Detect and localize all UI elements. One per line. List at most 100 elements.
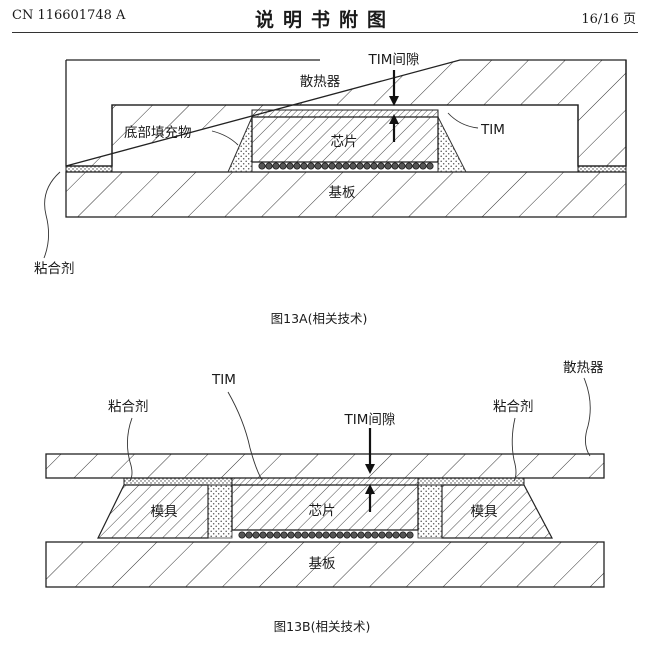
heat-sink-13b [45,453,605,479]
tim-label-13a: TIM [480,122,505,138]
heat-sink-label-13b: 散热器 [563,360,604,376]
underfill-left-13b [207,484,233,539]
solder-bump [301,531,309,539]
solder-bump [279,162,287,170]
caption-13a: 图13A(相关技术) [271,311,368,326]
solder-bump [293,162,301,170]
underfill-right-13b [417,484,443,539]
solder-bump [280,531,288,539]
adhesive-right-13b [417,477,525,486]
solder-bump [308,531,316,539]
solder-bump [322,531,330,539]
page-indicator: 16/16 页 [581,12,636,27]
heat-sink-label-13a: 散热器 [300,74,341,90]
solder-bump [258,162,266,170]
solder-bump [377,162,385,170]
solder-bump [357,531,365,539]
adhesive-right-leader-13b [511,417,517,482]
solder-bump [343,531,351,539]
solder-bump [286,162,294,170]
solder-bumps-13a [258,162,434,170]
solder-bump [378,531,386,539]
substrate-13b [45,541,605,588]
adhesive-label-13a: 粘合剂 [34,261,75,277]
tim-layer-13b [231,477,419,486]
solder-bump [328,162,336,170]
solder-bump [287,531,295,539]
solder-bump [342,162,350,170]
solder-bump [259,531,267,539]
solder-bump [356,162,364,170]
tim-leader-13a [447,112,479,129]
solder-bump [266,531,274,539]
substrate-label-13b: 基板 [309,555,336,572]
solder-bump [405,162,413,170]
solder-bump [329,531,337,539]
mold-right-label-13b: 模具 [471,504,498,520]
solder-bump [363,162,371,170]
tim-gap-label-13b: TIM间隙 [344,412,396,428]
publication-number: CN 116601748 A [12,8,126,23]
chip-13a [251,116,439,163]
solder-bump [370,162,378,170]
underfill-label-13a: 底部填充物 [124,125,192,141]
solder-bump [384,162,392,170]
solder-bump [426,162,434,170]
chip-13b [231,484,419,531]
chip-label-13a: 芯片 [331,134,358,150]
adhesive-leader-13a [43,171,61,259]
adhesive-right-label-13b: 粘合剂 [493,399,534,415]
solder-bump [349,162,357,170]
solder-bump [371,531,379,539]
solder-bump [314,162,322,170]
solder-bump [419,162,427,170]
solder-bump [252,531,260,539]
tim-gap-label-13a: TIM间隙 [368,52,420,68]
solder-bumps-13b [238,531,414,539]
solder-bump [335,162,343,170]
underfill-13a [227,116,253,173]
solder-bump [364,531,372,539]
underfill-leader-13a [211,130,239,146]
solder-bump [245,531,253,539]
solder-bump [336,531,344,539]
adhesive-left-13b [123,477,233,486]
solder-bump [307,162,315,170]
underfill-right-13a [437,116,467,173]
substrate-13a [65,171,627,218]
solder-bump [385,531,393,539]
tim-label-13b: TIM [211,372,236,388]
solder-bump [273,531,281,539]
solder-bump [294,531,302,539]
solder-bump [391,162,399,170]
adhesive-right-13a [577,165,627,173]
adhesive-left-label-13b: 粘合剂 [108,399,149,415]
solder-bump [315,531,323,539]
solder-bump [238,531,246,539]
caption-13b: 图13B(相关技术) [274,619,371,634]
solder-bump [399,531,407,539]
heat-sink-leader-13b [583,377,591,457]
solder-bump [321,162,329,170]
solder-bump [265,162,273,170]
substrate-label-13a: 基板 [329,184,356,201]
mold-left-label-13b: 模具 [151,504,178,520]
adhesive-left-leader-13b [127,417,133,482]
tim-layer-13a [251,109,439,118]
section-title: 说明书附图 [254,9,395,31]
tim-gap-arrows-13b [365,428,375,512]
figure-13a: 散热器 TIM间隙 TIM 底部填充物 芯片 基板 粘合剂 图13A(相关技术) [34,52,627,326]
solder-bump [392,531,400,539]
figure-13b: TIM 粘合剂 TIM间隙 粘合剂 散热器 模具 芯片 模具 基板 图13B(相… [45,360,605,634]
solder-bump [412,162,420,170]
tim-leader-13b [227,391,263,481]
solder-bump [300,162,308,170]
solder-bump [272,162,280,170]
solder-bump [398,162,406,170]
header-rule [12,32,638,33]
solder-bump [406,531,414,539]
adhesive-left-13a [65,165,113,173]
solder-bump [350,531,358,539]
tim-gap-arrows-13a [389,70,399,142]
